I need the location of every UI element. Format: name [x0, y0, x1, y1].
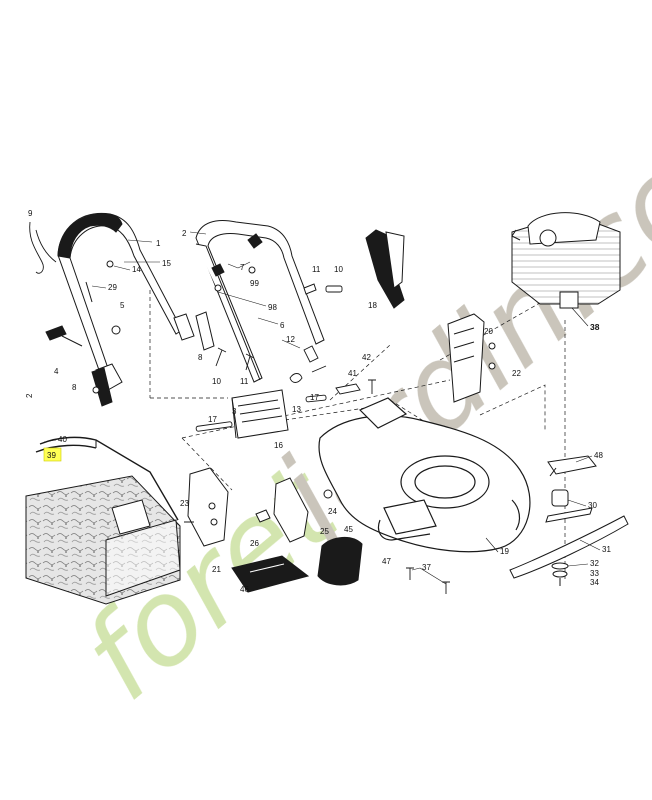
label-22: 22 — [512, 369, 521, 378]
label-99: 99 — [250, 279, 259, 288]
label-48: 48 — [594, 451, 603, 460]
part-labels: 9 1 15 14 29 5 4 8 2 7 99 98 6 11 10 12 … — [25, 209, 611, 594]
handle-grip — [57, 213, 123, 259]
label-41: 41 — [348, 369, 357, 378]
label-3: 3 — [232, 407, 237, 416]
label-45: 45 — [344, 525, 353, 534]
label-8b: 8 — [198, 353, 203, 362]
label-9: 9 — [28, 209, 33, 218]
label-30: 30 — [588, 501, 597, 510]
bracket-16 — [231, 389, 289, 439]
label-15: 15 — [162, 259, 171, 268]
label-18: 18 — [368, 301, 377, 310]
grass-catcher — [25, 436, 181, 605]
label-23: 23 — [180, 499, 189, 508]
label-10a: 10 — [334, 265, 343, 274]
label-8a: 8 — [72, 383, 77, 392]
label-13: 13 — [292, 405, 301, 414]
upper-handle — [57, 212, 195, 391]
label-25: 25 — [320, 527, 329, 536]
label-11b: 11 — [240, 377, 249, 386]
deck-bolts — [335, 379, 450, 594]
height-bracket — [184, 467, 333, 547]
label-46: 46 — [240, 585, 249, 594]
label-33: 33 — [590, 569, 599, 578]
assembly-guides — [149, 290, 566, 580]
label-7: 7 — [240, 263, 245, 272]
label-40: 40 — [58, 435, 67, 444]
label-21: 21 — [212, 565, 221, 574]
label-11a: 11 — [312, 265, 321, 274]
leader-lines — [43, 231, 601, 585]
label-10b: 10 — [212, 377, 221, 386]
label-12: 12 — [286, 335, 295, 344]
label-38: 38 — [590, 322, 600, 332]
label-17a: 17 — [208, 415, 217, 424]
chute-flap — [365, 229, 405, 309]
knob-left — [45, 260, 121, 407]
engine — [511, 212, 621, 309]
label-14: 14 — [132, 265, 141, 274]
label-37: 37 — [422, 563, 431, 572]
mower-deck — [318, 397, 531, 553]
label-31: 31 — [602, 545, 611, 554]
cable — [29, 221, 57, 274]
black-plates — [231, 537, 363, 593]
label-98: 98 — [268, 303, 277, 312]
label-1: 1 — [156, 239, 161, 248]
label-47: 47 — [382, 557, 391, 566]
label-34: 34 — [590, 578, 599, 587]
side-label-2: 2 — [25, 393, 34, 398]
label-32: 32 — [590, 559, 599, 568]
rear-bracket — [447, 313, 496, 403]
label-42: 42 — [362, 353, 371, 362]
bolts-mid — [195, 285, 343, 432]
highlight-box — [43, 447, 62, 462]
label-26: 26 — [250, 539, 259, 548]
label-29: 29 — [108, 283, 117, 292]
label-2: 2 — [182, 229, 187, 238]
label-19: 19 — [500, 547, 509, 556]
blade-assembly — [509, 455, 629, 586]
label-39: 39 — [47, 451, 56, 460]
lower-handle — [195, 220, 325, 383]
label-24: 24 — [328, 507, 337, 516]
label-5: 5 — [120, 301, 125, 310]
label-17b: 17 — [310, 393, 319, 402]
label-6: 6 — [280, 321, 285, 330]
label-20: 20 — [484, 327, 493, 336]
label-4: 4 — [54, 367, 59, 376]
label-16: 16 — [274, 441, 283, 450]
